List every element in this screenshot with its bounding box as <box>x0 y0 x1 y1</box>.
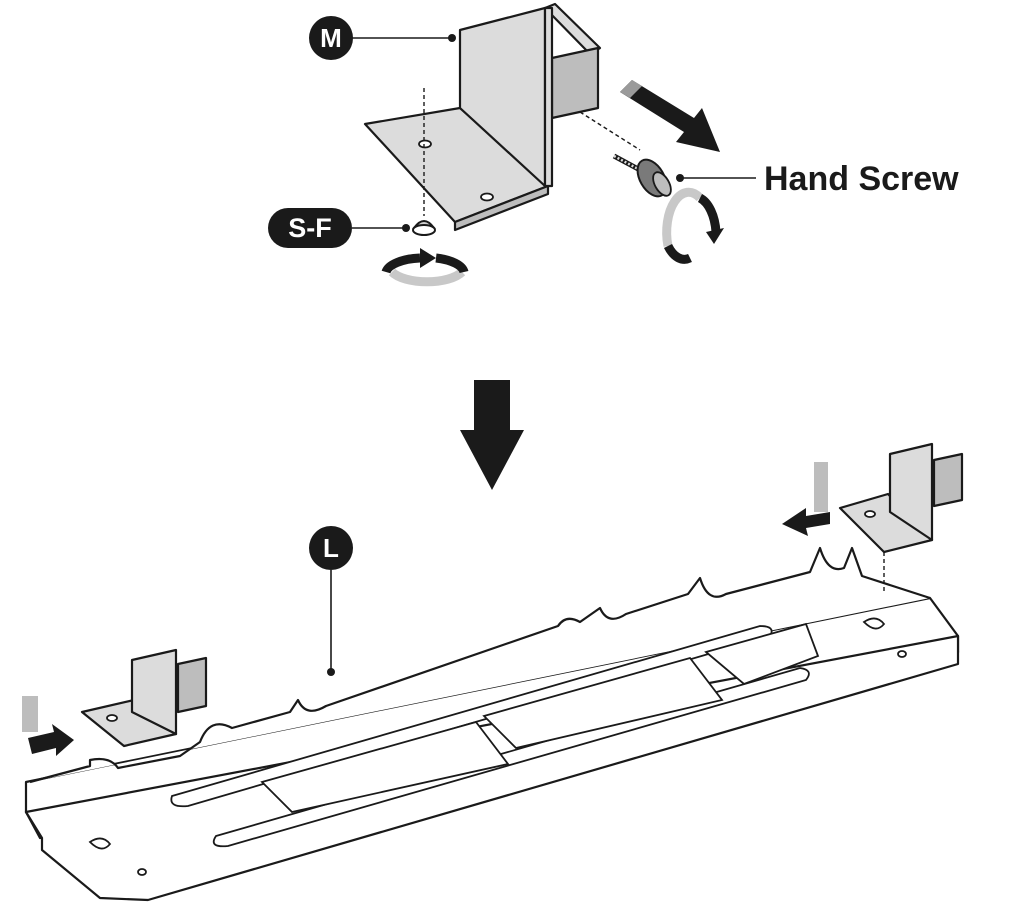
bracket-m-top-fold <box>543 2 602 56</box>
tray-bracket-right-hole <box>864 510 876 518</box>
tray-bracket-left-hole <box>106 714 118 722</box>
label-m-text: M <box>320 23 342 53</box>
label-m: M <box>309 16 456 60</box>
tray-keyhole-left <box>88 837 112 850</box>
tray-bracket-right-back <box>888 442 934 542</box>
label-l: L <box>309 526 353 676</box>
rotate-arrow-icon <box>381 248 469 287</box>
tray-l <box>24 546 960 902</box>
bracket-m-hole-2 <box>480 192 494 202</box>
tray-keyhole-right <box>862 617 886 630</box>
push-arrow-icon <box>620 80 720 152</box>
hand-screw <box>612 153 672 198</box>
hand-screw-text: Hand Screw <box>764 160 959 198</box>
tray-cutout-2 <box>482 656 724 749</box>
bracket-m <box>363 2 602 232</box>
tray-cutout-1 <box>260 720 510 813</box>
tray-bracket-left-back <box>130 648 178 736</box>
hand-screw-axis-line <box>579 111 641 151</box>
push-arrow-icon <box>22 696 74 756</box>
tray-bracket-left-hook <box>176 656 208 714</box>
tray-hole-right <box>897 650 907 658</box>
big-down-arrow-icon <box>460 380 524 490</box>
screw-sf-base <box>412 224 436 236</box>
label-sf-text: S-F <box>288 213 332 243</box>
bracket-m-hook <box>550 46 600 120</box>
bracket-m-flange-edge <box>453 184 550 232</box>
push-arrow-icon <box>782 462 830 536</box>
tray-back-wall <box>29 546 931 784</box>
screw-sf <box>412 220 436 236</box>
label-l-text: L <box>323 533 339 563</box>
tray-bracket-right-hook <box>932 452 964 508</box>
rotate-arrow-icon <box>662 187 724 264</box>
tray-bracket-left <box>80 648 208 748</box>
tray-hole-left <box>137 868 147 876</box>
tray-cutout-3 <box>704 622 820 686</box>
label-sf: S-F <box>268 208 410 248</box>
tray-bracket-right <box>838 442 964 592</box>
bracket-m-side <box>543 6 554 188</box>
bracket-m-hole-1 <box>418 139 432 149</box>
label-hand-screw: Hand Screw <box>676 160 959 198</box>
